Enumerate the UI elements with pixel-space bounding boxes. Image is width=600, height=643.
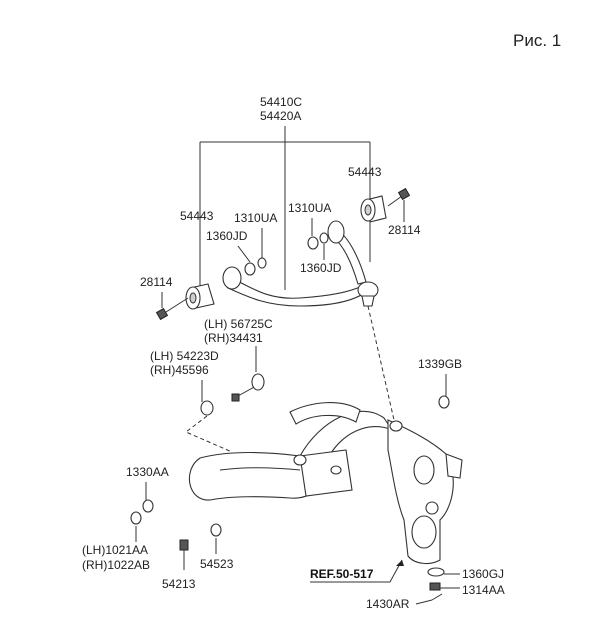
bolt-54213: [179, 539, 189, 570]
part-label-54420a: 54420A: [260, 109, 301, 123]
part-label-1021aa-lh: (LH)1021AA: [82, 543, 148, 557]
washer-1330aa: [142, 499, 154, 513]
part-label-1330aa: 1330AA: [126, 465, 169, 479]
part-label-1360gj: 1360GJ: [462, 567, 504, 581]
part-label-54443-right: 54443: [348, 165, 382, 179]
part-label-1360jd-left: 1360JD: [206, 229, 248, 243]
nut-washer-left: [244, 257, 267, 276]
part-label-1360jd-right: 1360JD: [300, 261, 342, 275]
reference-label: REF.50-517: [310, 567, 374, 581]
upper-arm-leader-bracket: [199, 126, 371, 292]
nut-1314aa: [429, 582, 441, 591]
lower-control-arm: [188, 402, 394, 501]
part-label-28114-left: 28114: [140, 275, 173, 289]
part-label-1314aa: 1314AA: [462, 583, 505, 597]
part-label-1022ab-rh: (RH)1022AB: [82, 558, 150, 572]
part-label-1339gb: 1339GB: [418, 357, 462, 371]
part-label-34431-rh: (RH)34431: [204, 331, 263, 345]
bolt-28114-right: [387, 187, 411, 207]
ball-joint-guide-line: [367, 305, 395, 421]
steering-knuckle: [387, 419, 463, 565]
part-label-54443-left: 54443: [180, 209, 214, 223]
nut-54523: [210, 523, 222, 537]
part-label-54523: 54523: [200, 557, 234, 571]
lower-arm-guide-line: [185, 415, 233, 453]
nut-1021aa: [130, 511, 142, 525]
part-label-54213: 54213: [162, 577, 196, 591]
part-label-1310ua-left: 1310UA: [234, 211, 277, 225]
figure-title: Рис. 1: [513, 31, 561, 50]
bushing-right: [360, 195, 387, 223]
bushing-left: [185, 283, 215, 310]
part-label-45596-rh: (RH)45596: [150, 363, 209, 377]
eccentric-bolt: [200, 373, 265, 416]
part-label-1310ua-right: 1310UA: [288, 201, 331, 215]
nut-1339gb: [438, 395, 450, 409]
cotter-pin-1430ar: [431, 593, 443, 601]
part-label-54410c: 54410C: [260, 95, 302, 109]
reference-arrow-head: [396, 560, 404, 566]
part-label-54223d-lh: (LH) 54223D: [150, 349, 219, 363]
part-label-1430ar: 1430AR: [366, 597, 410, 611]
part-label-56725c-lh: (LH) 56725C: [204, 317, 273, 331]
upper-control-arm: [222, 220, 379, 307]
part-label-28114-right: 28114: [388, 223, 421, 237]
washer-1360gj: [427, 567, 445, 577]
reference-arrow-line: [310, 559, 403, 583]
nut-washer-right: [307, 232, 329, 250]
bolt-28114-left: [155, 297, 189, 321]
